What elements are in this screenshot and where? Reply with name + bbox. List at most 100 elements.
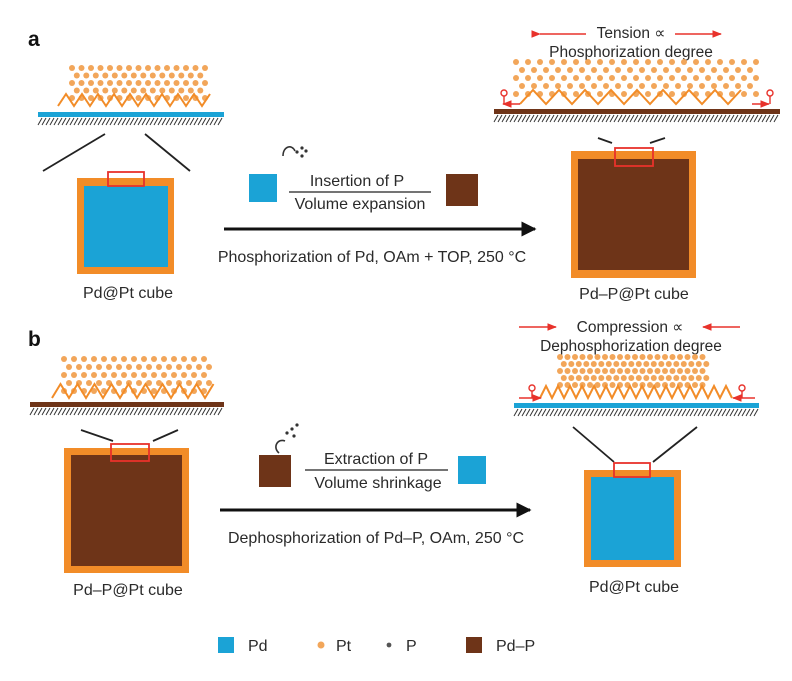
pt-atom — [151, 372, 157, 378]
pt-atom — [201, 372, 207, 378]
pt-atom — [116, 364, 122, 370]
start-label-a: Pd@Pt cube — [83, 285, 173, 302]
pt-atom — [735, 67, 741, 73]
pt-atom — [711, 83, 717, 89]
condition-b: Dephosphorization of Pd–P, OAm, 250 °C — [228, 530, 524, 547]
pt-atom — [76, 364, 82, 370]
pt-atom — [537, 59, 543, 65]
pt-atom — [645, 59, 651, 65]
pt-atom — [154, 80, 161, 86]
pt-atom — [101, 356, 107, 362]
pt-atom — [591, 83, 597, 89]
pt-atom — [130, 72, 137, 79]
pt-atom — [81, 356, 87, 362]
pt-atom — [202, 65, 208, 71]
pt-atom — [145, 80, 151, 86]
pt-atom — [723, 83, 729, 89]
pdp-substrate-line — [494, 109, 780, 114]
pt-atom — [695, 375, 702, 381]
pt-atom — [206, 364, 212, 370]
pt-atom — [688, 361, 695, 367]
pd-substrate-line — [38, 112, 224, 117]
pt-atom — [519, 83, 525, 89]
pt-atom — [121, 372, 127, 378]
pt-atom — [583, 361, 590, 367]
pt-atom — [197, 72, 204, 79]
pt-atom — [88, 95, 94, 101]
step-bottom-a: Volume expansion — [295, 196, 426, 213]
pt-atom — [107, 65, 113, 71]
pt-atom — [140, 72, 147, 79]
pt-atom — [729, 75, 735, 81]
pt-atom — [166, 380, 172, 386]
pt-atom — [183, 80, 189, 86]
pt-atom — [83, 72, 90, 79]
pt-atom — [628, 361, 635, 367]
pt-atom — [173, 65, 180, 71]
pt-atom — [202, 80, 208, 86]
start-label-b: Pd–P@Pt cube — [73, 582, 183, 599]
pt-atom — [146, 380, 152, 386]
pt-atom — [747, 67, 753, 73]
pt-atom — [695, 361, 702, 367]
anchor-pin-icon — [766, 89, 774, 97]
pt-atom — [145, 65, 151, 71]
pt-atom — [126, 364, 132, 370]
pt-atom — [594, 382, 601, 388]
end-label-b: Pd@Pt cube — [589, 579, 679, 596]
substrate-hatching — [37, 117, 223, 126]
pt-atom — [681, 59, 687, 65]
pt-atom — [525, 75, 531, 81]
pt-atom — [92, 87, 99, 94]
pt-atom — [627, 67, 633, 73]
pt-atom — [168, 87, 175, 94]
pt-atom — [741, 59, 747, 65]
pt-atom — [613, 375, 620, 381]
pt-atom — [654, 354, 661, 360]
pt-atom — [663, 83, 669, 89]
pt-atom — [663, 67, 669, 73]
pd-core — [84, 186, 168, 267]
pt-atom — [187, 87, 194, 94]
pt-atom — [159, 87, 166, 94]
pt-atom — [673, 361, 680, 367]
pt-atom — [711, 67, 717, 73]
pt-atom — [692, 382, 698, 388]
pt-atom — [587, 382, 593, 388]
pt-atom — [149, 72, 156, 79]
zoom-region-box — [613, 462, 651, 478]
panel-letter-a: a — [28, 28, 40, 51]
legend-label-pdp: Pd–P — [496, 638, 535, 655]
pt-atom — [654, 382, 661, 388]
pt-atom — [78, 65, 85, 71]
pt-atom — [699, 368, 706, 374]
pt-atom — [121, 72, 128, 79]
pt-atom — [669, 368, 676, 374]
pt-atom — [96, 380, 102, 386]
pt-atom — [97, 65, 104, 71]
pt-atom — [186, 380, 192, 386]
pt-atom — [657, 75, 663, 81]
pt-atom — [151, 388, 157, 394]
legend-swatch-pdp — [466, 637, 482, 653]
legend-swatch-pt — [317, 641, 325, 649]
pt-atom — [703, 361, 710, 367]
pt-atom — [88, 80, 94, 86]
pt-atom — [639, 67, 645, 73]
pt-atom — [680, 375, 687, 381]
pd-square-icon — [458, 456, 486, 484]
pt-atom — [603, 83, 609, 89]
pt-atom — [598, 375, 605, 381]
pt-atom — [658, 375, 665, 381]
pt-atom — [647, 354, 653, 360]
pt-atom — [633, 75, 639, 81]
pt-atom — [96, 364, 102, 370]
zoom-region-box — [110, 443, 150, 462]
legend-label-p: P — [406, 638, 417, 655]
legend-item-p: P — [386, 638, 417, 655]
lattice-a-left — [37, 65, 224, 126]
pt-atom — [594, 368, 601, 374]
pt-atom — [555, 83, 561, 89]
pt-atom — [92, 72, 99, 79]
pt-atom — [568, 361, 575, 367]
